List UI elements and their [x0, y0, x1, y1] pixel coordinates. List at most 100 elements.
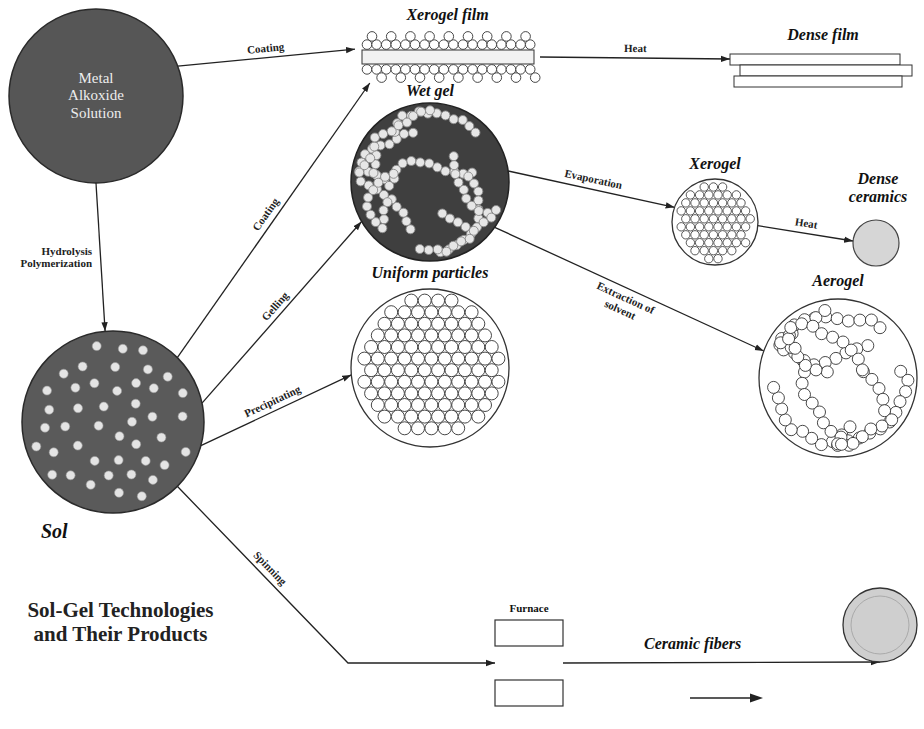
particle	[816, 328, 828, 340]
particle	[385, 352, 398, 365]
particle	[785, 322, 797, 334]
particle	[405, 364, 418, 377]
particle	[709, 247, 717, 255]
particle	[723, 239, 731, 247]
particle	[691, 215, 699, 223]
particle	[441, 111, 450, 120]
particle	[405, 387, 418, 400]
particle	[366, 154, 375, 163]
particle	[479, 399, 492, 412]
particle	[432, 387, 445, 400]
particle	[695, 239, 703, 247]
particle	[356, 177, 365, 186]
sol-particle	[127, 470, 136, 479]
particle	[677, 207, 685, 215]
sol-particle	[132, 440, 141, 449]
particle	[405, 341, 418, 354]
particle	[783, 333, 795, 345]
particle	[732, 223, 740, 231]
particle	[695, 207, 703, 215]
particle	[700, 199, 708, 207]
sol-particle	[48, 470, 57, 479]
aerogel-circle: Aerogel	[758, 272, 918, 458]
particle	[718, 199, 726, 207]
node-label: Uniform particles	[350, 264, 510, 282]
particle	[821, 366, 833, 378]
particle	[465, 234, 474, 243]
particle	[705, 255, 713, 263]
particle	[405, 294, 418, 307]
sol-particle	[178, 412, 187, 421]
particle	[714, 239, 722, 247]
particle	[418, 410, 431, 423]
particle	[391, 341, 404, 354]
particle	[830, 352, 842, 364]
particle	[492, 73, 502, 83]
particle	[365, 341, 378, 354]
particle	[425, 352, 438, 365]
particle	[732, 239, 740, 247]
particle	[714, 255, 722, 263]
sol-particle	[99, 402, 108, 411]
process-arrow	[201, 375, 351, 446]
sol-particle	[61, 422, 70, 431]
particle	[438, 329, 451, 342]
particle	[407, 157, 416, 166]
sol-particle	[139, 346, 148, 355]
particle	[418, 364, 431, 377]
particle	[445, 214, 454, 223]
particle	[530, 73, 540, 83]
arrow-label: Evaporation	[561, 167, 625, 193]
gel-circle	[351, 103, 509, 261]
particle	[691, 231, 699, 239]
particle	[677, 223, 685, 231]
particle	[449, 152, 458, 161]
particle	[438, 375, 451, 388]
particle	[700, 231, 708, 239]
sol-particle	[181, 447, 190, 456]
particle	[425, 329, 438, 342]
sol-particle	[137, 492, 146, 501]
particle	[378, 364, 391, 377]
particle	[445, 317, 458, 330]
particle	[465, 375, 478, 388]
particle	[856, 364, 868, 376]
particle	[458, 387, 471, 400]
solution-circle	[9, 9, 183, 183]
particle	[441, 167, 450, 176]
particle	[741, 223, 749, 231]
particle	[686, 191, 694, 199]
particle	[876, 420, 888, 432]
particle	[381, 172, 390, 181]
particle	[389, 169, 398, 178]
particle	[473, 73, 483, 83]
node-label: Xerogel film	[370, 6, 525, 24]
sol-particle	[92, 342, 101, 351]
particle	[418, 341, 431, 354]
particle	[386, 32, 396, 42]
particle	[728, 231, 736, 239]
particle	[700, 183, 708, 191]
particle	[451, 170, 460, 179]
dense-layer	[730, 54, 900, 65]
xerogel-circle: Xerogel	[671, 155, 759, 266]
furnace-wall	[495, 680, 563, 706]
particle	[705, 223, 713, 231]
particle	[521, 32, 531, 42]
particle	[465, 329, 478, 342]
particle	[425, 159, 434, 168]
sol-particle	[45, 405, 54, 414]
particle	[737, 231, 745, 239]
particle	[695, 191, 703, 199]
particle	[718, 215, 726, 223]
particle	[709, 183, 717, 191]
particle	[415, 73, 425, 83]
dense-layer	[734, 76, 902, 87]
spool-ring	[851, 596, 909, 654]
sol-particle	[131, 399, 140, 408]
ceramic-circle: Dense ceramics	[838, 170, 918, 267]
node-label: Metal Alkoxide Solution	[59, 70, 133, 122]
sol-particle	[78, 362, 87, 371]
particle	[723, 207, 731, 215]
particle	[452, 422, 465, 435]
